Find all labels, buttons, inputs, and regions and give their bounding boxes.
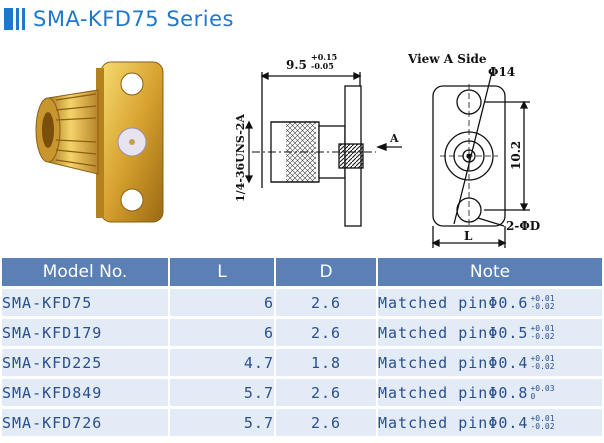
row-tol-lower: -0.02: [530, 362, 555, 371]
side-view-drawing: [244, 71, 402, 227]
title-bars-icon: [4, 8, 25, 30]
cell-l: 4.7: [170, 349, 274, 376]
cell-model: SMA-KFD726: [2, 409, 168, 436]
pin-tolerance: +0.01-0.02: [530, 355, 554, 371]
row-pin: Φ0.4: [488, 413, 529, 432]
row-tol-upper: +0.01: [530, 294, 555, 303]
hole-pitch-label: 10.2: [509, 141, 523, 170]
dim-length-label: 9.5: [286, 58, 307, 72]
pin-tolerance: +0.01-0.02: [530, 325, 554, 341]
title-bar: SMA-KFD75 Series: [4, 6, 234, 32]
cell-d: 2.6: [276, 289, 376, 316]
row-L: 6: [263, 323, 274, 342]
table-row: SMA-KFD75 6 2.6 Matched pinΦ0.6+0.01-0.0…: [2, 289, 602, 316]
note-prefix: Matched pin: [378, 413, 489, 432]
header-l: L: [170, 258, 274, 286]
cell-d: 2.6: [276, 409, 376, 436]
cell-l: 6: [170, 289, 274, 316]
hole-dia-label: 2-ΦD: [506, 219, 540, 233]
row-model: SMA-KFD225: [2, 353, 103, 372]
cell-note: Matched pinΦ0.6+0.01-0.02: [378, 289, 602, 316]
row-L: 5.7: [243, 383, 274, 402]
row-model: SMA-KFD726: [2, 413, 103, 432]
header-model: Model No.: [2, 258, 168, 286]
row-model: SMA-KFD75: [2, 293, 93, 312]
table-row: SMA-KFD179 6 2.6 Matched pinΦ0.5+0.01-0.…: [2, 319, 602, 346]
cell-note: Matched pinΦ0.5+0.01-0.02: [378, 319, 602, 346]
row-D: 2.6: [310, 293, 342, 312]
drawing-panel: 9.5 +0.15 -0.05 1/4-36UNS-2A A View A Si…: [0, 38, 604, 248]
row-tol-upper: +0.01: [530, 414, 555, 423]
connector-photo-image: [35, 61, 164, 223]
dim-length-tol-lower: -0.05: [311, 61, 334, 71]
page-title: SMA-KFD75 Series: [33, 7, 234, 31]
row-tol-lower: -0.02: [530, 422, 555, 431]
view-arrow-label: A: [389, 132, 399, 145]
row-tol-lower: 0: [530, 392, 536, 401]
cell-model: SMA-KFD179: [2, 319, 168, 346]
header-note: Note: [378, 258, 602, 286]
dim-length-tol-upper: +0.15: [311, 52, 337, 62]
row-pin: Φ0.4: [488, 353, 529, 372]
row-tol-upper: +0.01: [530, 354, 555, 363]
view-title: View A Side: [407, 52, 487, 66]
cell-note: Matched pinΦ0.4+0.01-0.02: [378, 349, 602, 376]
spec-table: Model No. L D Note SMA-KFD75 6 2.6 Match…: [0, 255, 604, 439]
row-tol-upper: +0.03: [530, 384, 555, 393]
table-row: SMA-KFD726 5.7 2.6 Matched pinΦ0.4+0.01-…: [2, 409, 602, 436]
row-L: 6: [263, 293, 274, 312]
row-D: 2.6: [310, 413, 342, 432]
cell-model: SMA-KFD225: [2, 349, 168, 376]
cell-d: 2.6: [276, 379, 376, 406]
flange-dia-label: Φ14: [488, 65, 515, 79]
note-prefix: Matched pin: [378, 353, 489, 372]
row-D: 1.8: [310, 353, 342, 372]
width-label: L: [464, 229, 473, 243]
row-pin: Φ0.6: [488, 293, 529, 312]
cell-d: 2.6: [276, 319, 376, 346]
row-L: 4.7: [243, 353, 274, 372]
cell-l: 5.7: [170, 379, 274, 406]
cell-l: 5.7: [170, 409, 274, 436]
header-d: D: [276, 258, 376, 286]
row-pin: Φ0.5: [488, 323, 529, 342]
cell-note: Matched pinΦ0.4+0.01-0.02: [378, 409, 602, 436]
note-prefix: Matched pin: [378, 323, 489, 342]
row-D: 2.6: [310, 383, 342, 402]
thread-spec-label: 1/4-36UNS-2A: [234, 114, 247, 202]
cell-model: SMA-KFD849: [2, 379, 168, 406]
table-row: SMA-KFD225 4.7 1.8 Matched pinΦ0.4+0.01-…: [2, 349, 602, 376]
row-D: 2.6: [310, 323, 342, 342]
cell-model: SMA-KFD75: [2, 289, 168, 316]
row-tol-lower: -0.02: [530, 332, 555, 341]
note-prefix: Matched pin: [378, 293, 489, 312]
row-model: SMA-KFD849: [2, 383, 103, 402]
table-header-row: Model No. L D Note: [2, 258, 602, 286]
front-view-drawing: [431, 71, 530, 248]
pin-tolerance: +0.01-0.02: [530, 415, 554, 431]
row-model: SMA-KFD179: [2, 323, 103, 342]
row-tol-lower: -0.02: [530, 302, 555, 311]
cell-d: 1.8: [276, 349, 376, 376]
pin-tolerance: +0.01-0.02: [530, 295, 554, 311]
row-tol-upper: +0.01: [530, 324, 555, 333]
row-L: 5.7: [243, 413, 274, 432]
note-prefix: Matched pin: [378, 383, 489, 402]
row-pin: Φ0.8: [488, 383, 529, 402]
cell-l: 6: [170, 319, 274, 346]
